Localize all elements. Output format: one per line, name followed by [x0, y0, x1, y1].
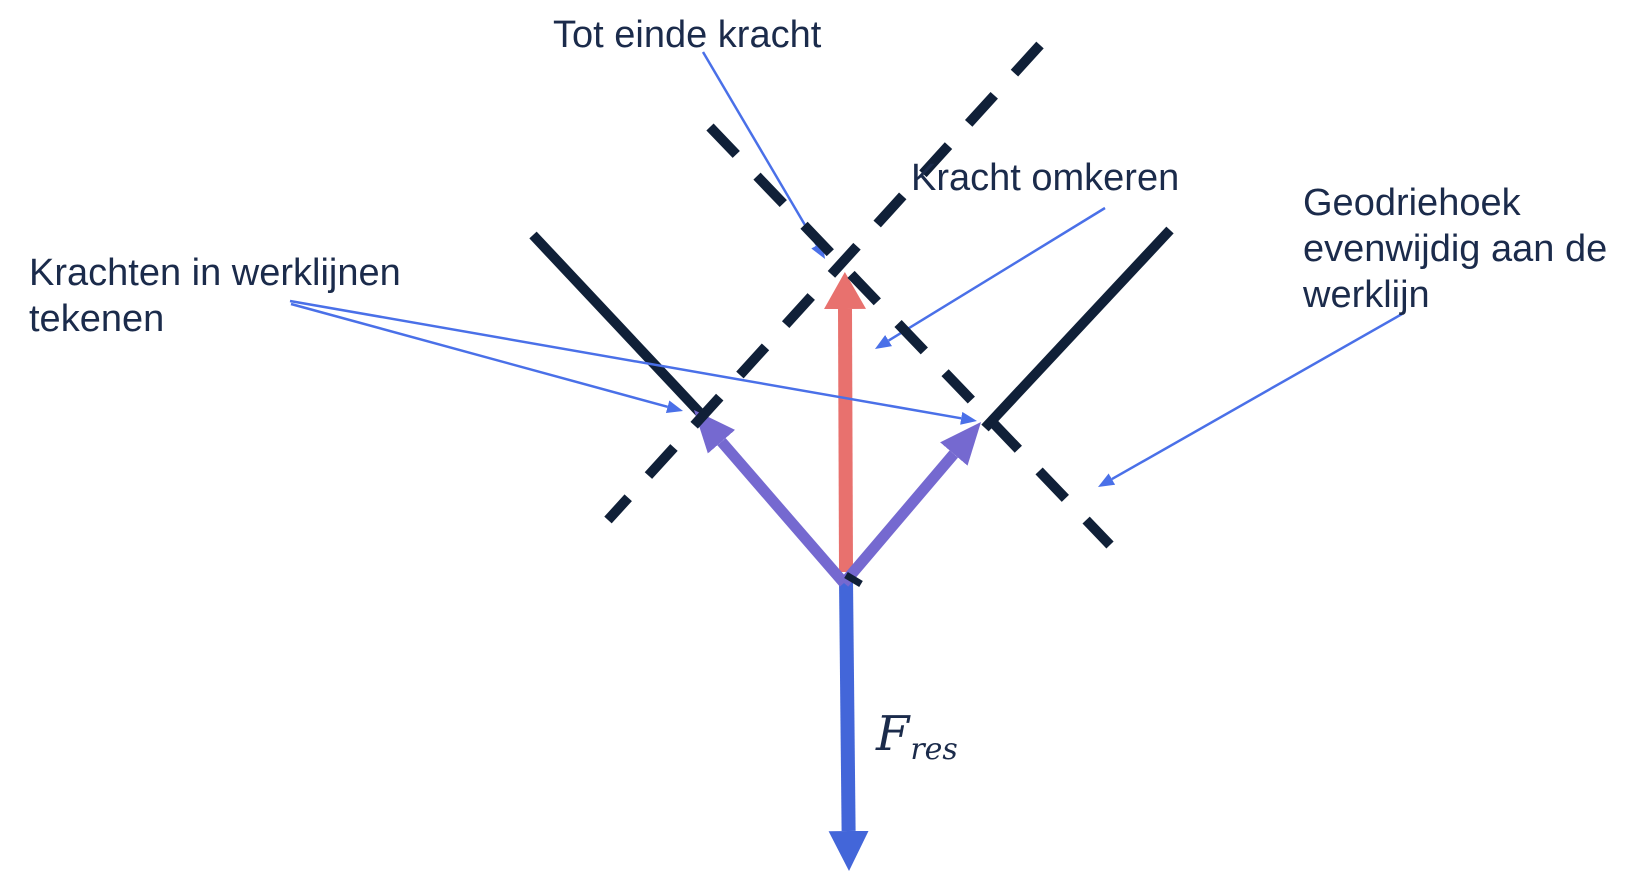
- pointer-kracht-omkeren: [874, 206, 1106, 349]
- construction-line-dashed-right-parallel: [604, 41, 1044, 524]
- origin-tick-dash: [844, 571, 863, 588]
- component-force-right-purple: [839, 422, 982, 587]
- pointer-krachten-right: [289, 299, 977, 425]
- label-tot-einde-kracht: Tot einde kracht: [553, 14, 822, 56]
- construction-line-dashed-left-parallel: [706, 123, 1114, 549]
- pointer-geodriehoek: [1097, 312, 1403, 488]
- label-f-res: Fres: [876, 706, 958, 767]
- f-res-symbol: F: [876, 706, 910, 762]
- label-geodriehoek: Geodriehoek evenwijdig aan de werklijn: [1303, 182, 1608, 316]
- workline-right-solid: [981, 226, 1174, 432]
- pointer-krachten-left: [290, 302, 684, 414]
- label-kracht-omkeren: Kracht omkeren: [911, 157, 1180, 199]
- resultant-force-arrow-blue: [828, 579, 869, 871]
- reversed-force-arrow-red: [824, 272, 866, 573]
- pointer-tot-einde-kracht: [701, 51, 826, 259]
- f-res-subscript: res: [910, 732, 958, 767]
- label-krachten-in-werklijnen: Krachten in werklijnen tekenen: [29, 252, 401, 340]
- component-force-left-purple: [693, 409, 849, 587]
- workline-left-solid: [529, 231, 706, 419]
